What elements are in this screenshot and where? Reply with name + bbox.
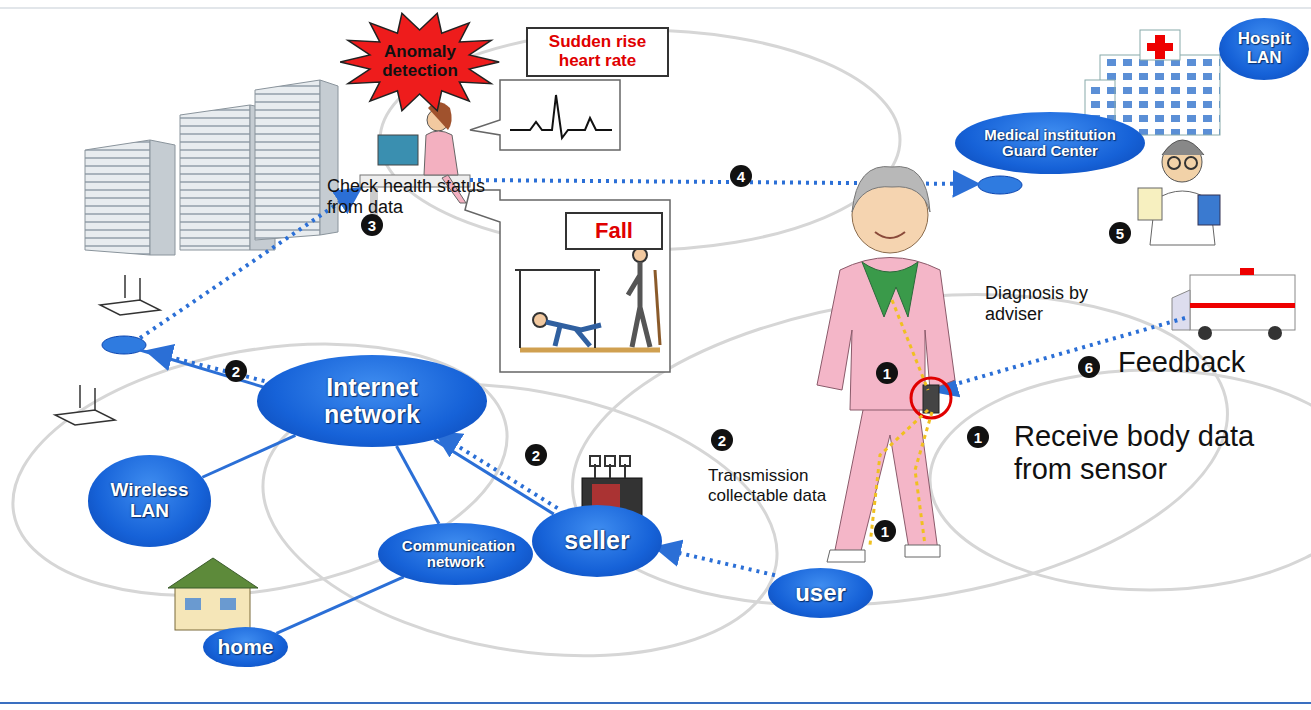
network-ellipse: home xyxy=(203,627,288,667)
network-ellipse: Hospit LAN xyxy=(1219,18,1309,80)
network-link xyxy=(202,435,295,477)
callout-number: 1 xyxy=(874,520,896,542)
step-note: Feedback xyxy=(1118,346,1245,379)
node-text: Sudden rise heart rate xyxy=(528,33,667,70)
callout-box: Sudden rise heart rate xyxy=(526,27,669,76)
callout-number: 1 xyxy=(876,362,898,384)
network-ellipse: Communication network xyxy=(378,523,532,585)
step-note: Check health status from data xyxy=(327,176,487,217)
step-note: Transmission collectable data xyxy=(708,466,858,505)
callout-number: 2 xyxy=(525,444,547,466)
callout-number: 5 xyxy=(1109,222,1131,244)
node-text: Anomaly detection xyxy=(364,43,475,80)
network-ellipse: Medical institution Guard Center xyxy=(955,112,1145,174)
step-note: Diagnosis by adviser xyxy=(985,283,1125,324)
node-text: user xyxy=(795,580,846,606)
callout-number: 3 xyxy=(361,214,383,236)
callout-number: 4 xyxy=(730,165,752,187)
data-transfer-arrow xyxy=(434,434,557,514)
node-text: Communication network xyxy=(402,538,509,571)
alert-starburst: Anomaly detection xyxy=(340,12,499,112)
node-text: Wireless LAN xyxy=(107,480,192,522)
callout-number: 6 xyxy=(1078,356,1100,378)
callout-number: 2 xyxy=(225,360,247,382)
callout-number: 2 xyxy=(711,429,733,451)
network-ellipse: Internet network xyxy=(257,355,488,447)
network-ellipse: seller xyxy=(532,505,662,577)
node-text: Fall xyxy=(595,219,633,243)
network-link xyxy=(397,446,439,524)
node-text: Medical institution Guard Center xyxy=(983,127,1116,160)
data-transfer-arrow xyxy=(659,548,775,575)
node-text: Internet network xyxy=(291,374,454,429)
node-text: home xyxy=(217,635,273,658)
callout-number: 1 xyxy=(967,426,989,448)
network-ellipse: Wireless LAN xyxy=(88,455,211,547)
node-text: seller xyxy=(564,527,629,555)
node-text: Hospit LAN xyxy=(1234,30,1295,67)
step-note: Receive body data from sensor xyxy=(1014,420,1304,487)
network-link xyxy=(276,577,403,633)
callout-box: Fall xyxy=(565,212,663,250)
network-ellipse: user xyxy=(768,568,873,618)
